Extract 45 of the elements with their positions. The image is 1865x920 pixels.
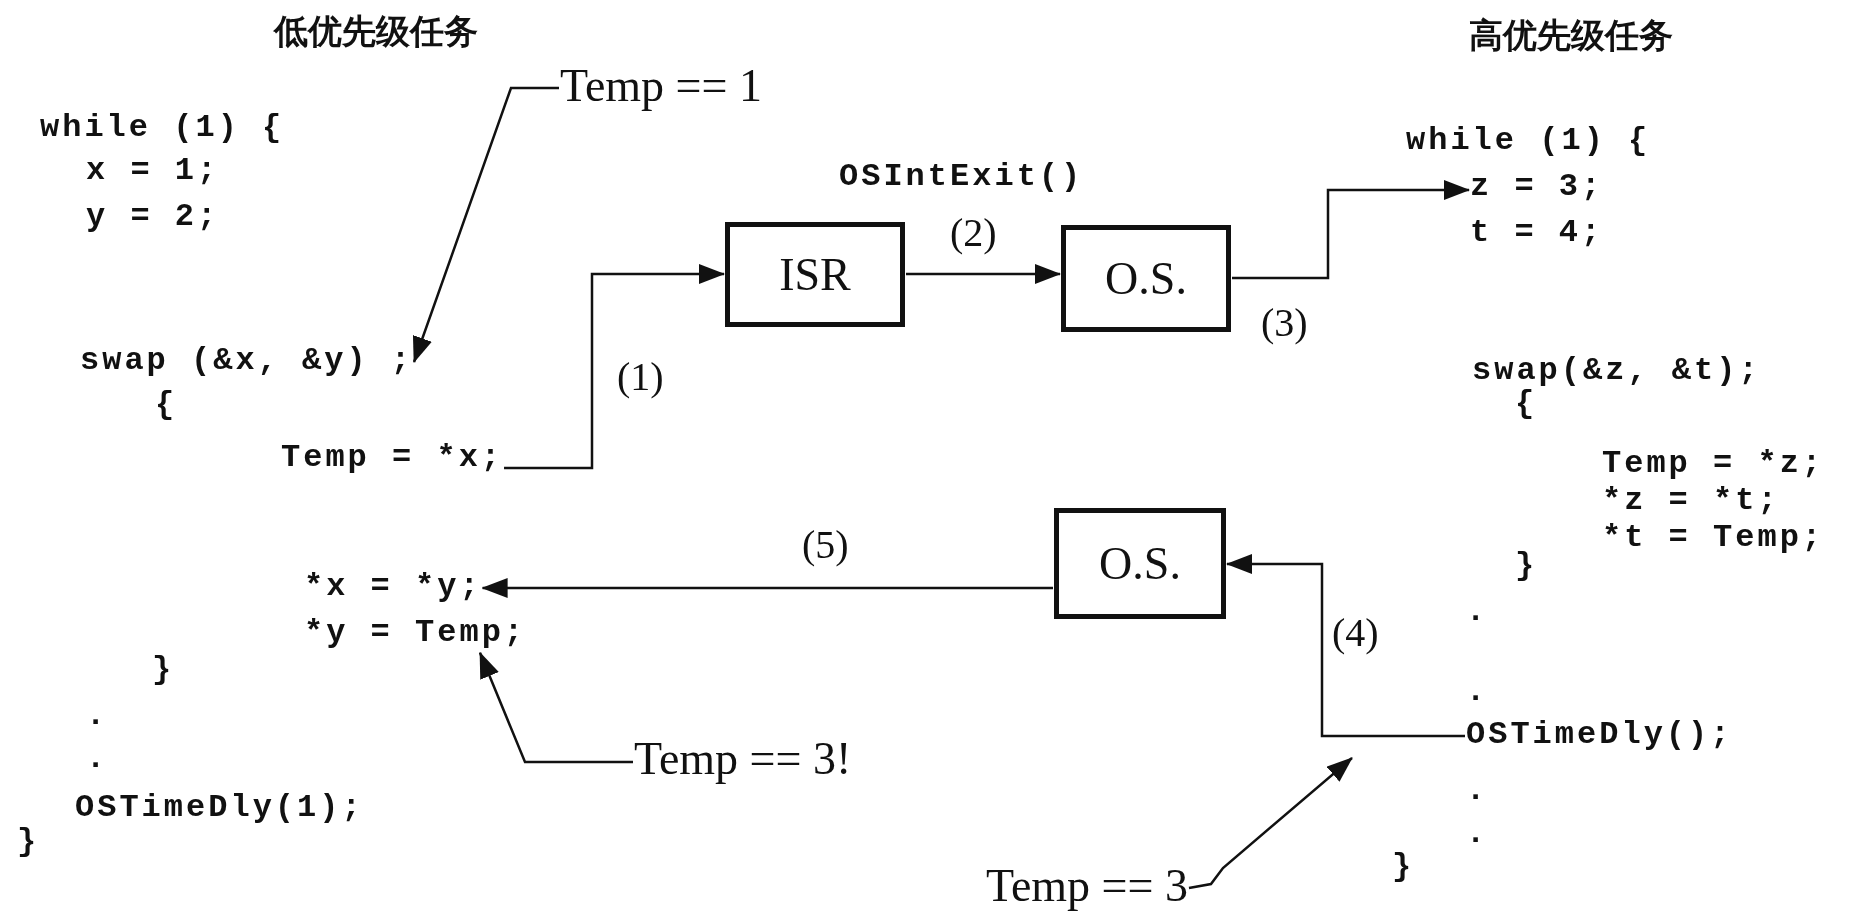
- note-text: Temp == 1: [560, 60, 762, 113]
- code-line: OSTimeDly();: [1466, 717, 1733, 754]
- code-line: y = 2;: [86, 199, 220, 236]
- arrow: [504, 264, 725, 470]
- code-line: .: [86, 698, 109, 735]
- process-box: ISR: [725, 222, 905, 327]
- code-line: {: [155, 387, 178, 424]
- task-heading: 低优先级任务: [274, 12, 478, 52]
- leader-line: [1188, 757, 1353, 890]
- code-line: swap (&x, &y) ;: [80, 343, 414, 380]
- code-line: t = 4;: [1470, 215, 1604, 252]
- code-line: }: [17, 824, 40, 861]
- code-line: while (1) {: [1406, 123, 1651, 160]
- arrow: [1226, 554, 1465, 738]
- task-heading: 高优先级任务: [1469, 16, 1673, 56]
- arrow: [481, 578, 1053, 598]
- code-line: swap(&z, &t);: [1472, 353, 1761, 389]
- note-text: Temp == 3: [986, 860, 1188, 913]
- code-line: .: [1466, 816, 1489, 853]
- arrow: [1232, 180, 1470, 280]
- code-line: *x = *y;: [304, 569, 482, 606]
- code-line: .: [86, 741, 109, 778]
- process-box: O.S.: [1061, 225, 1231, 332]
- code-line: while (1) {: [40, 110, 285, 147]
- code-line: }: [1515, 548, 1538, 585]
- code-line: Temp = *x;: [281, 440, 504, 477]
- note-text: Temp == 3!: [634, 733, 852, 786]
- code-line: }: [152, 652, 175, 689]
- code-line: .: [1466, 674, 1489, 711]
- code-line: z = 3;: [1470, 169, 1604, 206]
- code-line: x = 1;: [86, 153, 220, 190]
- code-line: *y = Temp;: [304, 615, 527, 652]
- leader-line: [478, 651, 633, 764]
- code-line: .: [1466, 594, 1489, 631]
- code-line: {: [1515, 386, 1538, 423]
- function-call-text: OSIntExit(): [839, 159, 1084, 196]
- code-line: OSTimeDly(1);: [75, 790, 364, 827]
- code-line: *z = *t;: [1602, 483, 1780, 520]
- code-line: }: [1392, 849, 1415, 886]
- arrow: [906, 264, 1061, 284]
- code-line: Temp = *z;: [1602, 446, 1825, 483]
- process-box: O.S.: [1054, 508, 1226, 619]
- leader-line: [412, 86, 559, 363]
- code-line: .: [1466, 773, 1489, 810]
- code-line: *t = Temp;: [1602, 520, 1825, 557]
